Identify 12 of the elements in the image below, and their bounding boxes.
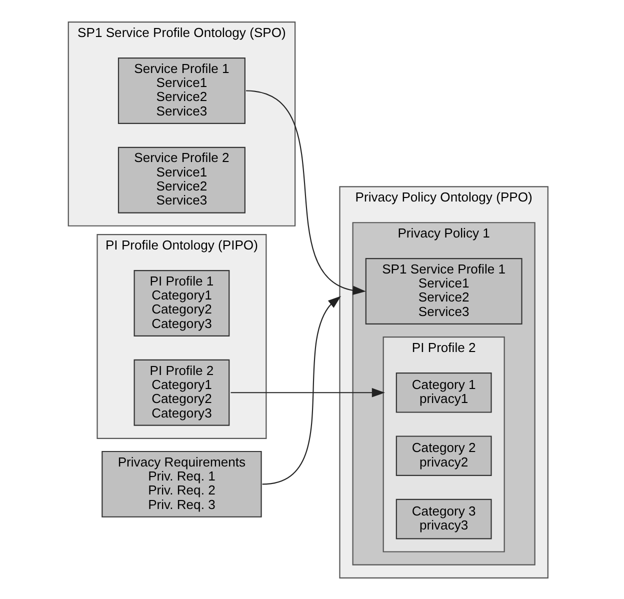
node-box: PI Profile 1 Category1 Category2 Category3 — [133, 270, 230, 336]
arrow — [262, 296, 341, 484]
node-box: Category 2 privacy2 — [395, 435, 492, 476]
node-box: Service Profile 2 Service1 Service2 Service3 — [117, 146, 245, 213]
node-box: Service Profile 1 Service1 Service2 Service3 — [117, 57, 245, 124]
arrow — [245, 90, 366, 294]
node-box: PI Profile 2 Category1 Category2 Category3 — [133, 358, 230, 426]
node-box: SP1 Service Profile 1 Service1 Service2 Service3 — [364, 258, 522, 324]
node-box: Privacy Requirements Priv. Req. 1 Priv. Req. 2 Priv. Req. 3 — [101, 450, 262, 517]
arrow — [230, 388, 384, 397]
node-box: Category 1 privacy1 — [395, 372, 492, 412]
node-box: Category 3 privacy3 — [395, 498, 492, 539]
